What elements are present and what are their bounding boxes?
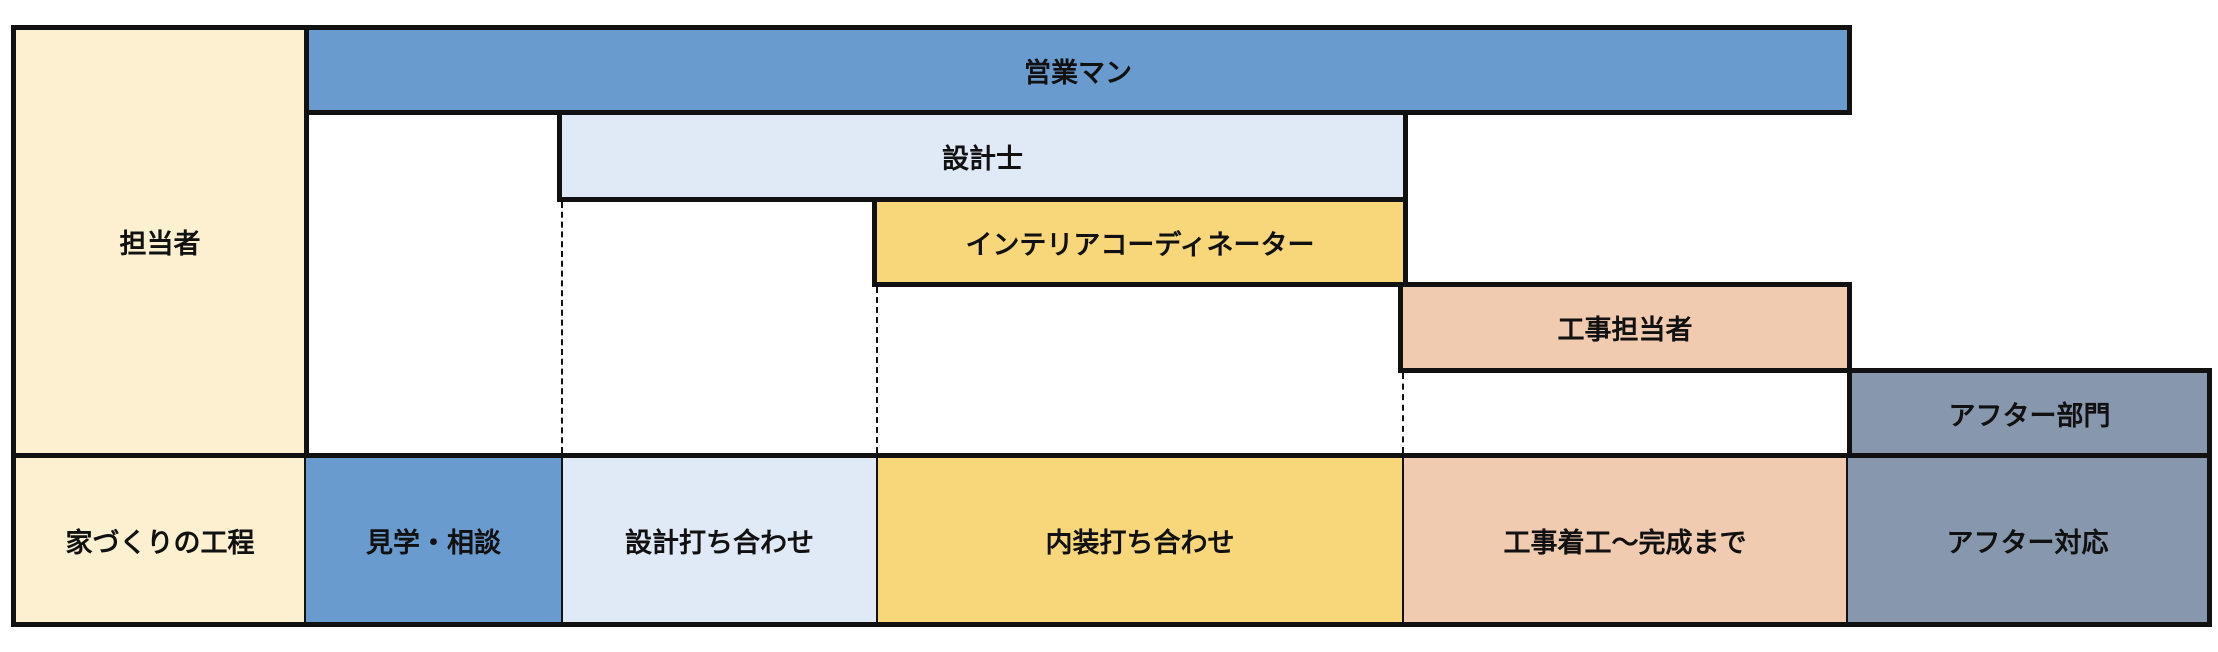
step-visit: 見学・相談 [306, 458, 563, 622]
divider-dashed [561, 202, 563, 453]
step-design-meeting: 設計打ち合わせ [563, 458, 878, 622]
step-label: 内装打ち合わせ [1045, 527, 1235, 559]
role-after-service: アフター部門 [1847, 368, 2212, 458]
process-header-label: 家づくりの工程 [65, 527, 255, 559]
role-header: 担当者 [11, 25, 309, 458]
role-sales: 営業マン [304, 25, 1852, 115]
process-header: 家づくりの工程 [16, 458, 306, 622]
step-label: 見学・相談 [366, 527, 501, 559]
divider-dashed [1402, 373, 1404, 453]
role-label: 営業マン [1024, 57, 1132, 89]
step-label: 設計打ち合わせ [625, 527, 814, 559]
divider-dashed [876, 287, 878, 453]
role-label: 工事担当者 [1557, 315, 1693, 346]
step-construction: 工事着工〜完成まで [1404, 458, 1848, 622]
step-interior-meeting: 内装打ち合わせ [878, 458, 1404, 622]
role-label: アフター部門 [1948, 400, 2111, 432]
role-architect: 設計士 [557, 110, 1408, 202]
role-label: インテリアコーディネーター [965, 229, 1315, 261]
role-label: 設計士 [942, 143, 1023, 175]
step-label: アフター対応 [1946, 527, 2109, 559]
step-label: 工事着工〜完成まで [1503, 527, 1747, 559]
role-interior-coordinator: インテリアコーディネーター [872, 197, 1408, 287]
role-construction: 工事担当者 [1398, 282, 1852, 373]
process-row [11, 453, 2212, 627]
role-header-label: 担当者 [119, 229, 201, 260]
step-after-service: アフター対応 [1848, 458, 2207, 622]
